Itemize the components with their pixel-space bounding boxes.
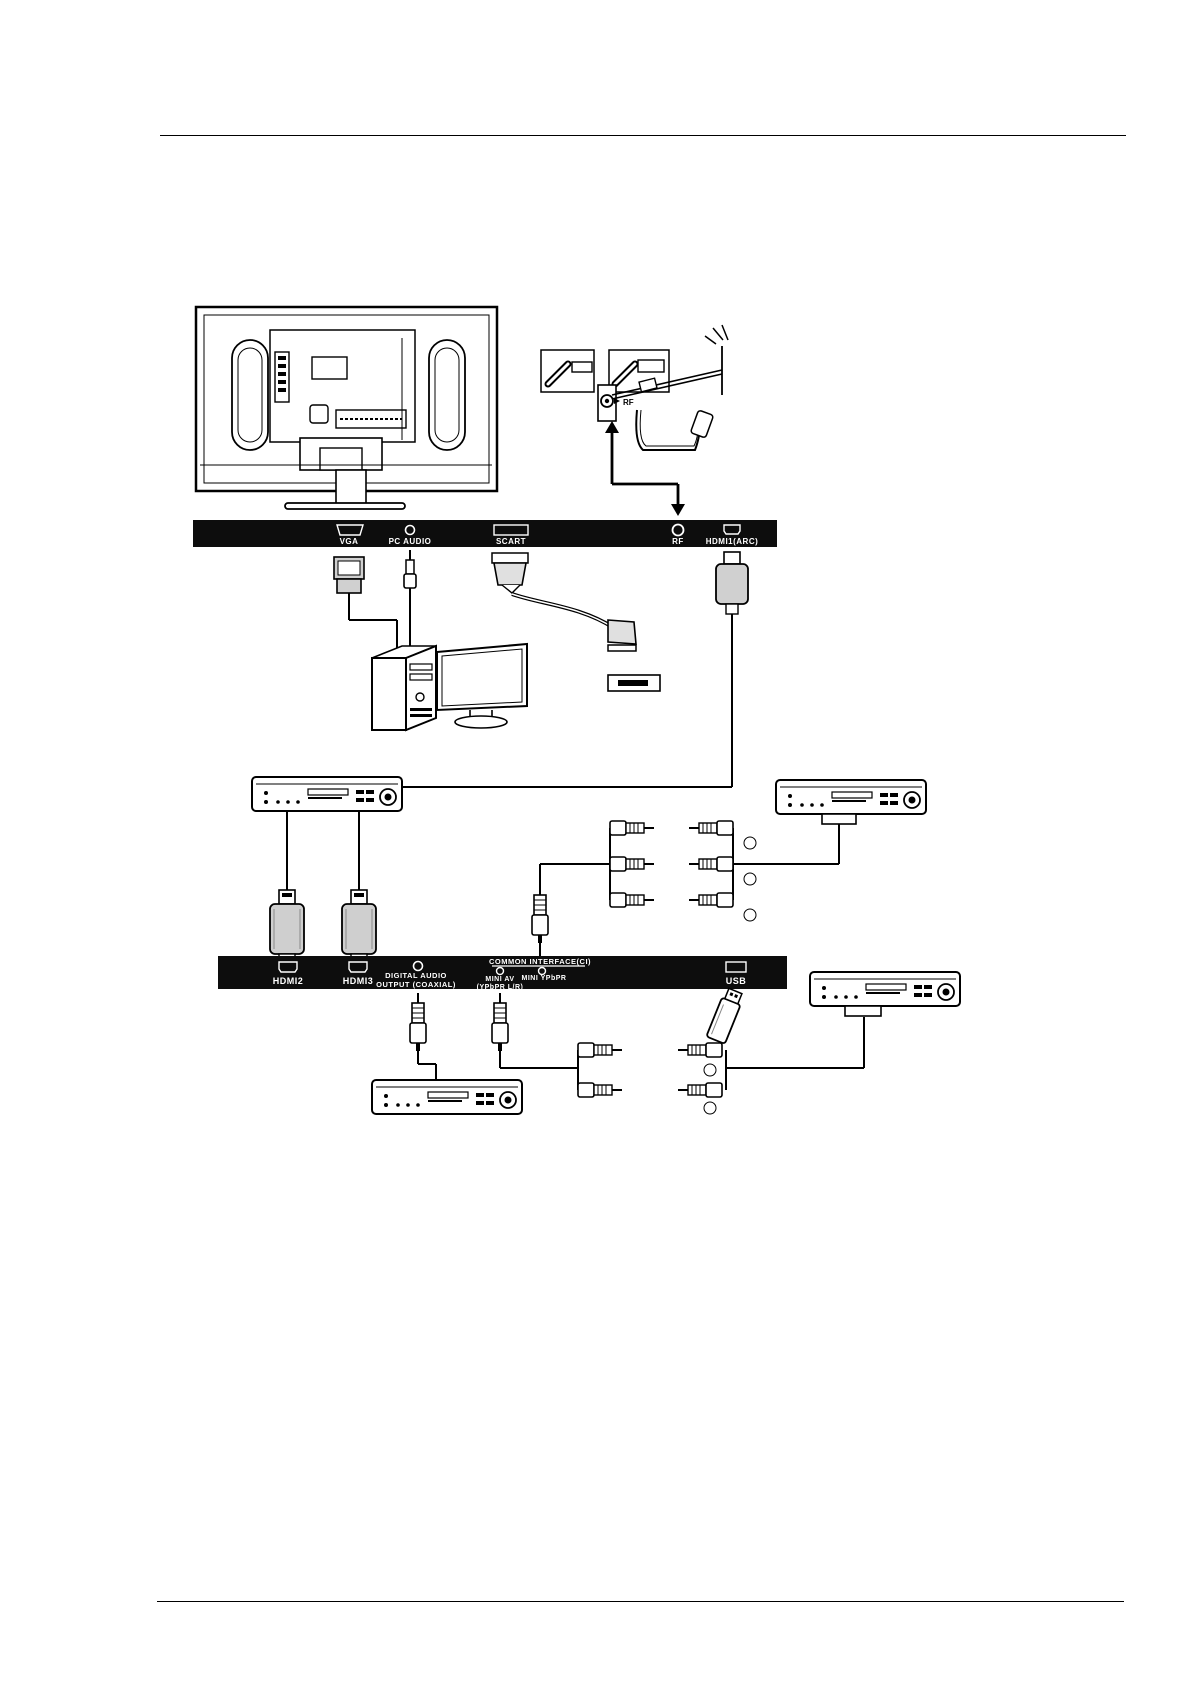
av-source-player — [809, 971, 961, 1017]
hdmi3-port: HDMI3 — [343, 961, 374, 986]
tv-rear-view — [194, 305, 499, 510]
hdmi-source-player-top — [251, 776, 403, 812]
pc-computer — [371, 644, 437, 732]
mini-av-label-1: MINI AV — [485, 976, 514, 983]
hdmi1-cable — [390, 551, 749, 788]
hdmi3-cable — [341, 889, 377, 965]
scart-label: SCART — [496, 537, 526, 546]
pc-monitor — [436, 642, 528, 729]
audio-receiver-player — [371, 1079, 523, 1115]
header-rule — [160, 135, 1126, 136]
top-connector-panel: VGA PC AUDIO SCART RF HDMI1(ARC) — [193, 520, 777, 547]
mini-ypbpr-label: MINI YPbPR — [522, 975, 567, 982]
hdmi2-label: HDMI2 — [273, 976, 304, 986]
vga-cable — [333, 556, 398, 655]
rf-label: RF — [672, 537, 684, 546]
digital-audio-label-1: DIGITAL AUDIO — [385, 971, 447, 980]
digital-audio-port: DIGITAL AUDIO OUTPUT (COAXIAL) — [376, 960, 456, 989]
hdmi1-label: HDMI1(ARC) — [706, 537, 759, 546]
usb-port: USB — [725, 961, 747, 986]
usb-label: USB — [726, 976, 747, 986]
common-interface-label: COMMON INTERFACE(CI) — [489, 957, 591, 966]
mini-av-label-2: (YPbPR L/R) — [477, 984, 524, 991]
footer-rule — [157, 1601, 1124, 1602]
mini-av-cable — [491, 992, 865, 1115]
ci-slot: COMMON INTERFACE(CI) — [489, 957, 591, 967]
pc-audio-label: PC AUDIO — [389, 537, 432, 546]
scart-port: SCART — [493, 524, 529, 546]
hdmi2-port: HDMI2 — [273, 961, 304, 986]
vga-label: VGA — [340, 537, 359, 546]
pc-audio-port: PC AUDIO — [389, 524, 432, 546]
scart-cable — [491, 552, 661, 692]
component-cable-bundle — [531, 820, 840, 956]
digital-audio-label-2: OUTPUT (COAXIAL) — [376, 980, 456, 989]
component-source-player — [775, 779, 927, 825]
bottom-connector-panel: HDMI2 HDMI3 DIGITAL AUDIO OUTPUT (COAXIA… — [218, 956, 787, 991]
vga-port: VGA — [336, 524, 364, 546]
rf-port: RF — [671, 523, 685, 546]
pc-audio-cable — [403, 550, 417, 655]
hdmi2-cable — [269, 889, 305, 965]
usb-stick — [706, 987, 743, 1044]
hdmi3-label: HDMI3 — [343, 976, 374, 986]
coaxial-cable — [409, 992, 437, 1080]
antenna-rf-label: RF — [623, 398, 634, 407]
mini-ypbpr-port: MINI YPbPR — [522, 966, 567, 982]
antenna-section: RF — [540, 324, 729, 516]
mini-av-port: MINI AV (YPbPR L/R) — [477, 966, 524, 991]
hdmi1-port: HDMI1(ARC) — [706, 524, 759, 546]
